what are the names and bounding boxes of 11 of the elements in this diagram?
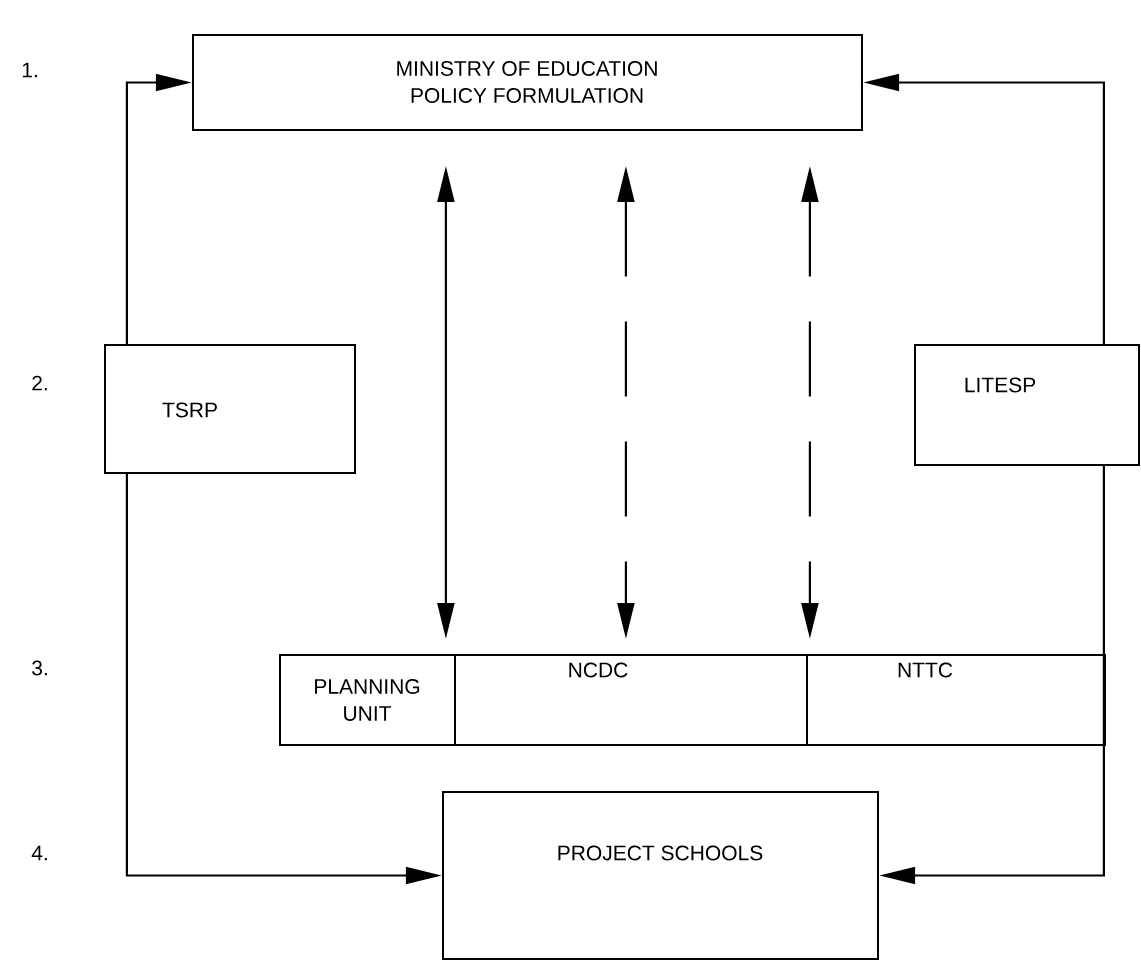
box-label: LITESP: [965, 377, 1036, 393]
row-number: 3.: [32, 660, 47, 676]
box-label: NCDC: [569, 662, 628, 678]
row-number: 2.: [32, 375, 47, 391]
box-label: TSRP: [162, 402, 217, 418]
row-number: 1.: [22, 62, 37, 78]
box-label: NTTC: [898, 662, 953, 678]
box-label: MINISTRY OF EDUCATION POLICY FORMULATION: [397, 61, 657, 103]
box-label: PROJECT SCHOOLS: [558, 845, 763, 861]
box-label: PLANNING UNIT: [315, 679, 420, 721]
row-number: 4.: [31, 845, 47, 861]
